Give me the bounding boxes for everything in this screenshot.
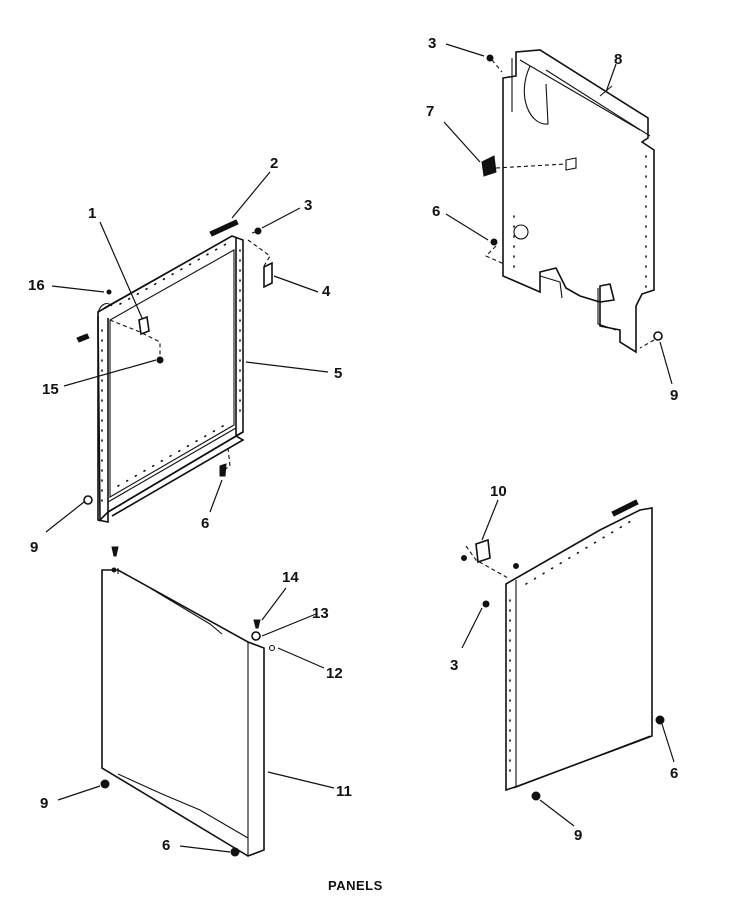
callout-11: 11 — [336, 783, 352, 800]
callout-13: 13 — [312, 605, 329, 622]
callout-15: 15 — [42, 381, 59, 398]
callout-1: 1 — [88, 205, 96, 222]
callout-3: 3 — [428, 35, 436, 52]
callout-6: 6 — [201, 515, 209, 532]
callout-3: 3 — [304, 197, 312, 214]
side-panel — [100, 546, 276, 857]
callout-2: 2 — [270, 155, 278, 172]
callout-9: 9 — [574, 827, 582, 844]
callout-3: 3 — [450, 657, 458, 674]
back-panel — [481, 49, 663, 354]
front-frame-panel — [76, 219, 273, 523]
callout-9: 9 — [30, 539, 38, 556]
callout-labels: 1 2 3 4 5 15 16 9 6 3 8 7 6 9 14 13 12 1… — [28, 35, 678, 854]
right-side-panel — [461, 499, 665, 801]
callout-6: 6 — [162, 837, 170, 854]
callout-8: 8 — [614, 51, 622, 68]
callout-12: 12 — [326, 665, 343, 682]
callout-9: 9 — [40, 795, 48, 812]
callout-7: 7 — [426, 103, 434, 120]
leader-lines — [45, 43, 675, 853]
callout-10: 10 — [490, 483, 507, 500]
callout-16: 16 — [28, 277, 45, 294]
callout-14: 14 — [282, 569, 299, 586]
callout-4: 4 — [322, 283, 331, 300]
diagram-caption: PANELS — [328, 878, 383, 893]
callout-9: 9 — [670, 387, 678, 404]
callout-6: 6 — [670, 765, 678, 782]
callout-6: 6 — [432, 203, 440, 220]
callout-5: 5 — [334, 365, 342, 382]
